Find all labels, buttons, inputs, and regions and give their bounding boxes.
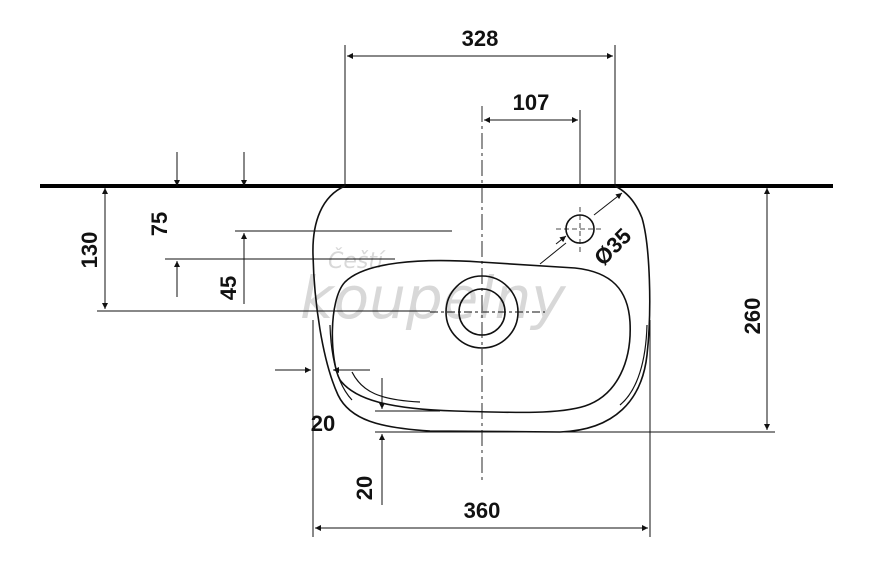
- dim-20-side-label: 20: [311, 411, 335, 436]
- watermark-line2: koupelny: [300, 264, 566, 332]
- dim-20-side: 20: [275, 367, 370, 436]
- bowl-inner-step: [351, 371, 421, 403]
- basin-inner-bowl: [331, 259, 631, 414]
- watermark-line1: Čeští: [328, 248, 386, 274]
- dim-360-label: 360: [464, 498, 501, 523]
- basin-outer-outline: [312, 185, 651, 433]
- watermark: Čeští koupelny: [300, 248, 566, 332]
- dim-45: 45: [216, 152, 452, 304]
- dim-d35: Ø35: [539, 192, 636, 270]
- dim-260: 260: [375, 188, 775, 433]
- dim-75: 75: [147, 152, 395, 297]
- dim-20-bottom-label: 20: [352, 476, 377, 500]
- dim-107: 107: [484, 90, 581, 186]
- dim-328: 328: [344, 26, 616, 186]
- dim-75-label: 75: [147, 212, 172, 236]
- dim-360: 360: [312, 320, 651, 537]
- dim-130: 130: [77, 188, 430, 312]
- dim-260-label: 260: [740, 298, 765, 335]
- dim-45-label: 45: [216, 276, 241, 300]
- dim-107-label: 107: [513, 90, 550, 115]
- dim-328-label: 328: [462, 26, 499, 51]
- basin-rim-right: [619, 324, 648, 406]
- dim-d35-label: Ø35: [589, 223, 636, 270]
- dim-20-bottom: 20: [352, 378, 440, 505]
- dim-130-label: 130: [77, 232, 102, 269]
